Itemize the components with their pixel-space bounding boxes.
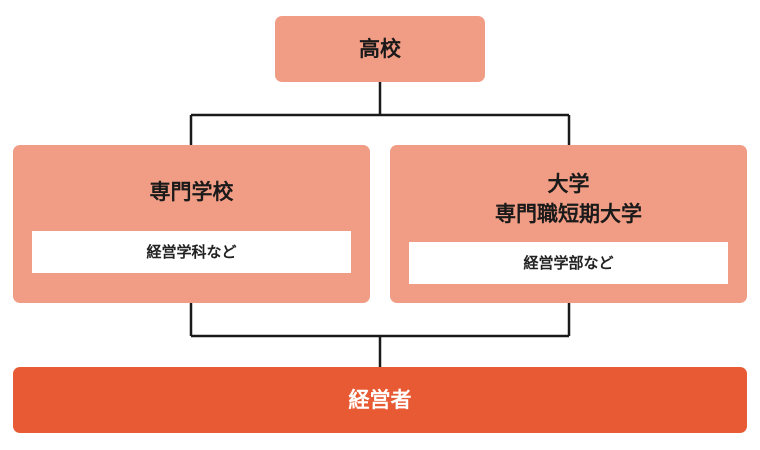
node-university-title-line1: 大学 [547,172,590,196]
node-university-detail: 経営学部など [409,242,728,284]
node-manager: 経営者 [13,367,747,433]
node-vocational-school-title: 専門学校 [149,180,234,204]
node-high-school: 高校 [275,16,485,82]
node-university-title-line2: 専門職短期大学 [495,202,642,226]
node-university: 大学 専門職短期大学 経営学部など [390,145,747,303]
node-university-title: 大学 専門職短期大学 [390,169,747,229]
node-vocational-school-detail: 経営学科など [32,231,351,273]
node-high-school-label: 高校 [359,37,401,61]
node-vocational-school: 専門学校 経営学科など [13,145,370,303]
